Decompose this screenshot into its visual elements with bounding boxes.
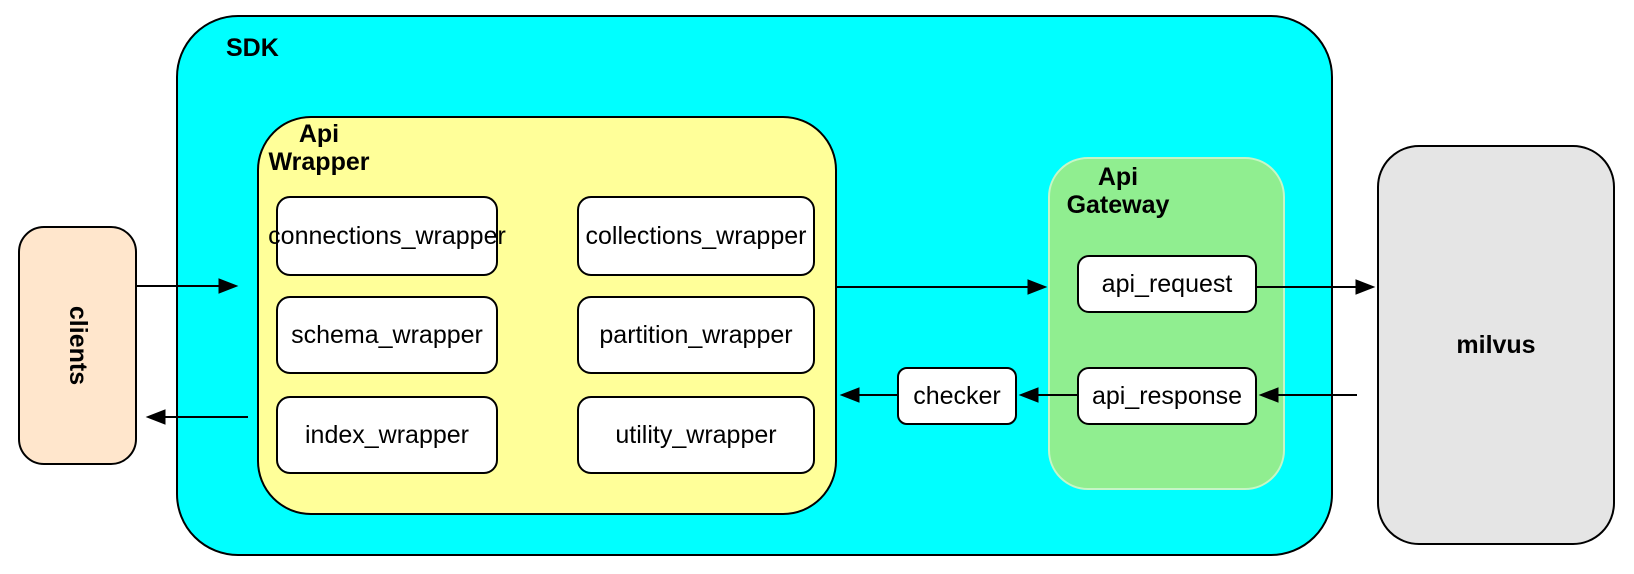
milvus-node: milvus [1377,145,1615,545]
node-api-response: api_response [1077,367,1257,425]
node-api-response-label: api_response [1091,381,1243,410]
clients-node: clients [18,226,137,465]
node-checker-label: checker [913,381,1001,410]
node-index-wrapper-label: index_wrapper [305,420,469,449]
clients-node-label: clients [63,305,92,386]
node-collections-wrapper-label: collections_wrapper [585,221,807,250]
node-index-wrapper: index_wrapper [276,396,498,474]
node-connections-wrapper-label: connections_wrapper [268,221,506,250]
node-connections-wrapper: connections_wrapper [268,196,506,276]
node-partition-wrapper-label: partition_wrapper [599,320,793,349]
node-partition-wrapper: partition_wrapper [577,296,815,374]
node-utility-wrapper-label: utility_wrapper [615,420,777,449]
node-schema-wrapper-label: schema_wrapper [291,320,483,349]
clients-node-label-wrap: clients [20,228,135,463]
api-wrapper-label-line2: Wrapper [268,148,370,176]
api-gateway-label-line2: Gateway [1066,191,1170,219]
api-gateway-container [1048,157,1285,490]
api-gateway-label-line1: Api [1097,163,1139,191]
api-wrapper-label-line1: Api [298,120,340,148]
node-api-request: api_request [1077,255,1257,313]
node-api-request-label: api_request [1101,269,1233,298]
node-schema-wrapper: schema_wrapper [276,296,498,374]
node-collections-wrapper: collections_wrapper [577,196,815,276]
sdk-label: SDK [226,34,279,62]
node-utility-wrapper: utility_wrapper [577,396,815,474]
node-checker: checker [897,367,1017,425]
milvus-node-label: milvus [1456,330,1536,359]
